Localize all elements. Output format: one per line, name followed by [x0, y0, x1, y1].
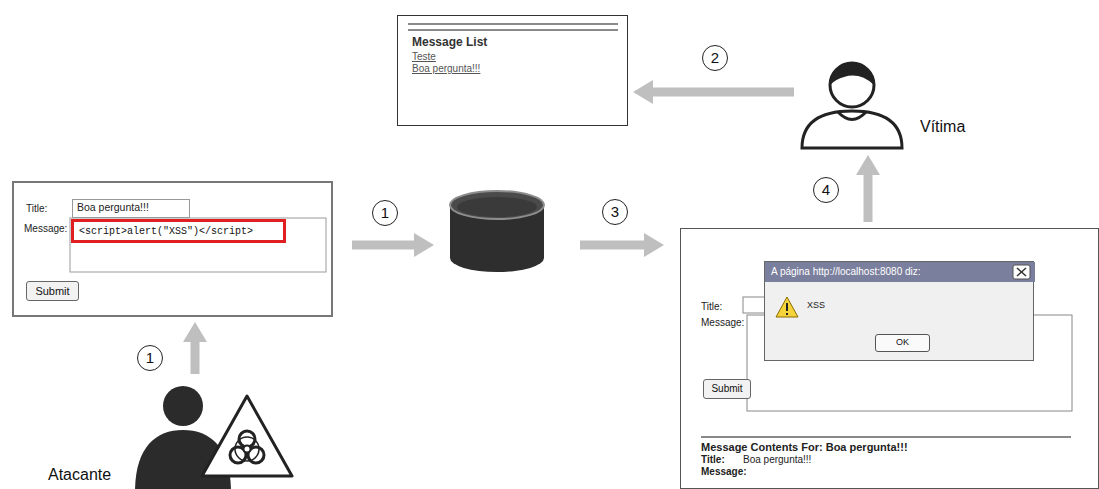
- callout-number: 1: [137, 345, 163, 371]
- attacker-figure-drawing: [248, 447, 264, 463]
- page-screenshot-drawing: [408, 23, 618, 25]
- button-label: <script>alert("XSS")</script>: [79, 226, 253, 238]
- alert-dialog-drawing: [776, 297, 798, 317]
- text-label: Message:: [701, 317, 744, 329]
- text-label: Vítima: [920, 118, 965, 136]
- attacker-figure-drawing: [135, 430, 231, 489]
- database-cylinder: [457, 197, 537, 217]
- flow-arrow: [864, 175, 873, 222]
- attacker-form: Boa pergunta!!! <script>alert("XSS")</scr…: [12, 181, 333, 317]
- database-cylinder: [450, 191, 544, 219]
- button-label: OK: [896, 337, 909, 347]
- attacker-figure-drawing: [244, 446, 251, 453]
- text-label: Message:: [24, 223, 67, 235]
- victim-figure: Vítima: [800, 55, 970, 150]
- attacker-figure-drawing: [239, 431, 255, 447]
- page-screenshot-drawing: [408, 29, 618, 31]
- flow-arrow: [580, 241, 644, 250]
- attacker-figure-drawing: [163, 386, 203, 426]
- database-cylinder: [450, 191, 544, 272]
- text-label: Message Contents For: Boa pergunta!!!: [701, 441, 908, 454]
- button-label: Submit: [35, 285, 69, 298]
- text-label: Message List: [412, 36, 487, 50]
- callout-number: 1: [372, 200, 398, 226]
- result-page-drawing: [701, 436, 1071, 438]
- alert-dialog-drawing: [1017, 268, 1026, 276]
- callout-number: 4: [813, 177, 839, 203]
- text-label: Title:: [701, 301, 722, 313]
- database-cylinder: [450, 205, 544, 258]
- text-label: Title:: [26, 203, 47, 215]
- text-label: XSS: [807, 300, 825, 310]
- flow-arrow: [191, 342, 200, 374]
- callout-number: 3: [602, 199, 628, 225]
- text-label: Atacante: [48, 466, 111, 484]
- text-label: Message:: [701, 466, 747, 478]
- ok-button: OK: [875, 334, 930, 352]
- submit-button: Submit: [703, 379, 751, 399]
- page-screenshot: Message ListTesteBoa pergunta!!!: [397, 15, 628, 126]
- alert-dialog: OK A página http://localhost:8080 diz: XSS: [764, 261, 1034, 361]
- button-label: Boa pergunta!!!: [77, 201, 149, 213]
- victim-figure-drawing: [800, 55, 970, 150]
- result-page: OK A página http://localhost:8080 diz: XSS…: [680, 228, 1099, 489]
- alert-dialog-drawing: [765, 262, 1035, 282]
- attacker-figure-drawing: [202, 396, 292, 476]
- attacker-figure-drawing: [230, 447, 246, 463]
- alert-dialog-drawing: [1017, 268, 1026, 276]
- title-input: Boa pergunta!!!: [72, 199, 190, 218]
- alert-dialog-drawing: [786, 313, 788, 315]
- victim-figure-drawing: [838, 112, 866, 120]
- flow-arrow: [653, 88, 794, 97]
- text-label: Title:: [701, 454, 725, 466]
- script-payload: <script>alert("XSS")</script>: [71, 219, 286, 243]
- text-label: Teste: [412, 51, 436, 63]
- alert-dialog-drawing: [786, 303, 788, 311]
- database-cylinder: [450, 244, 544, 272]
- button-label: Submit: [711, 383, 742, 395]
- attacker-figure-drawing: [235, 437, 259, 461]
- victim-figure-drawing: [802, 111, 902, 148]
- flow-arrow: [352, 241, 414, 250]
- alert-dialog-drawing: [1013, 265, 1030, 279]
- text-label: A página http://localhost:8080 diz:: [771, 266, 921, 278]
- text-label: Boa pergunta!!!: [743, 454, 811, 466]
- attacker-figure: Atacante: [20, 380, 300, 489]
- submit-button: Submit: [26, 281, 79, 301]
- attacker-form-drawing: [70, 218, 326, 272]
- callout-number: 2: [702, 45, 728, 71]
- victim-figure-drawing: [830, 63, 874, 107]
- text-label: Boa pergunta!!!: [412, 63, 480, 75]
- victim-figure-drawing: [830, 63, 874, 85]
